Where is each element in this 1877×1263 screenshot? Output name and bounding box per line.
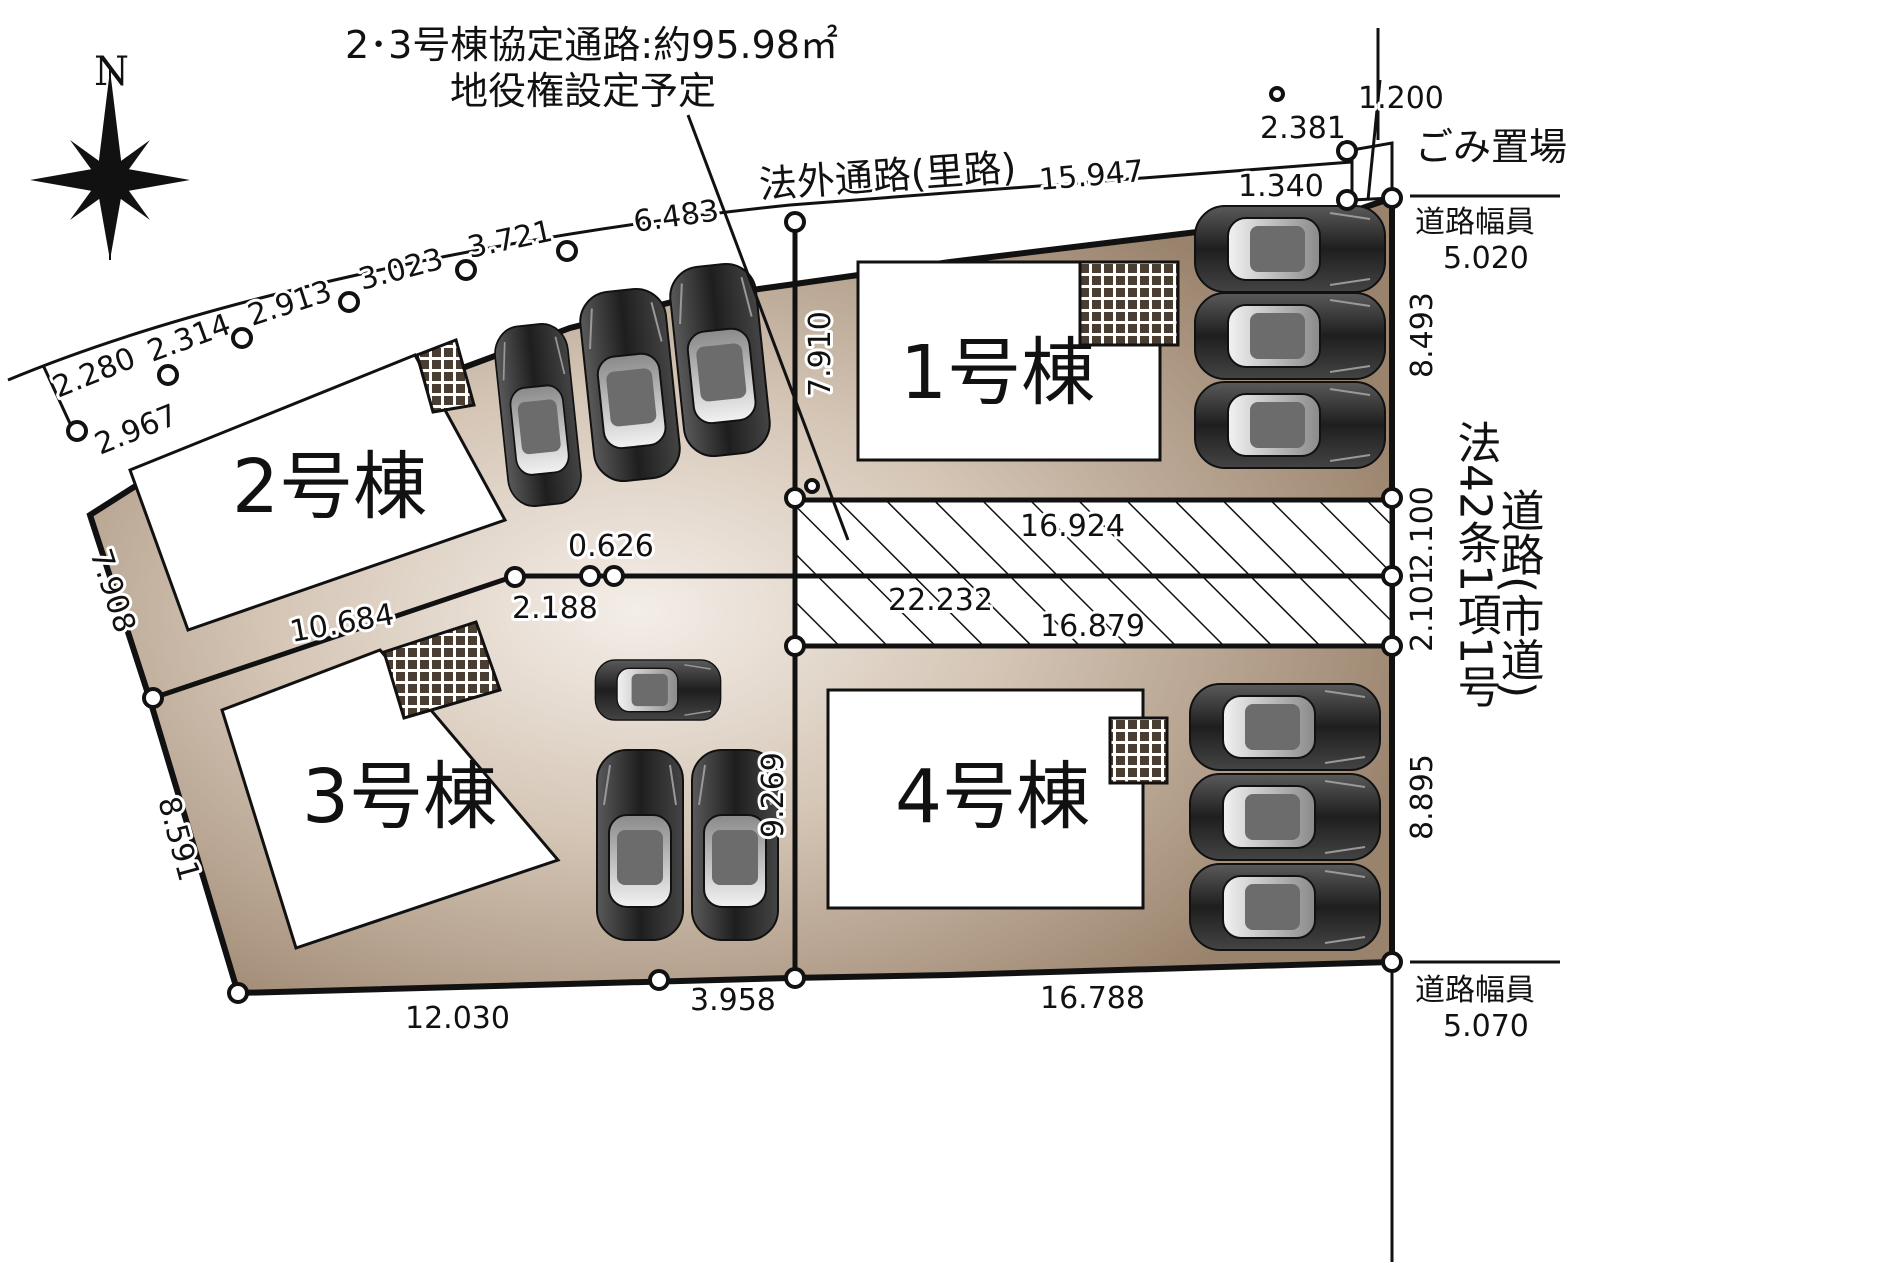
dim-3721: 3.721 [464,214,555,266]
road-name-label: 道路(市道) [1493,488,1544,698]
dim-2913: 2.913 [244,274,337,334]
dim-2188: 2.188 [512,591,598,626]
road-law-label: 法42条1項1号 [1450,420,1501,708]
dim-8895: 8.895 [1405,754,1440,840]
car-2b [576,285,684,485]
building-1-label: 1号棟 [900,330,1095,416]
dim-0626: 0.626 [568,529,654,564]
road-width-top-value: 5.020 [1443,241,1529,276]
car-3a [594,659,722,721]
dim-15947: 15.947 [1038,154,1146,198]
dim-tick [41,364,75,431]
road-width-top-label: 道路幅員 [1415,205,1535,240]
dim-2100: 2.100 [1405,486,1440,572]
dimension-labels: 2.280 2.314 2.913 3.023 3.721 6.483 15.9… [45,78,1447,1036]
car-4b [1189,773,1381,861]
deck-3 [382,620,502,720]
dim-8493: 8.493 [1405,292,1440,378]
car-1a [1194,205,1386,293]
dim-12030: 12.030 [405,1001,510,1036]
garbage-label: ごみ置場 [1415,125,1567,169]
dim-3958: 3.958 [690,983,776,1018]
road-width-bottom-value: 5.070 [1443,1009,1529,1044]
dim-22232: 22.232 [888,583,993,618]
boundary-pins [66,140,1403,1004]
compass: N [30,49,190,260]
deck-2 [415,338,476,414]
easement-leader [686,114,850,541]
car-1b [1194,292,1386,380]
dim-1340: 1.340 [1238,169,1324,204]
compass-north: N [94,49,129,95]
car-4c [1189,863,1381,951]
deck-4 [1108,716,1169,785]
lot-line-2-3 [152,573,516,701]
car-1c [1194,381,1386,469]
easement-note-line1: 2･3号棟協定通路:約95.98㎡ [345,23,838,67]
dim-2280: 2.280 [48,341,141,406]
building-4-label: 4号棟 [895,754,1090,840]
garbage-tick [1366,79,1382,201]
dim-3023: 3.023 [355,242,447,298]
building-4 [826,688,1145,910]
dim-2381: 2.381 [1260,111,1346,146]
dim-6483: 6.483 [631,193,721,240]
building-3 [220,648,561,950]
dim-16879: 16.879 [1040,609,1145,644]
dim-1200: 1.200 [1358,81,1444,116]
dim-16924: 16.924 [1020,509,1125,544]
car-2c [666,260,774,460]
easement-note-line2: 地役権設定予定 [450,69,716,113]
dim-16788: 16.788 [1040,981,1145,1016]
deck-1 [1078,260,1180,347]
building-2 [128,353,508,632]
road-width-bottom-label: 道路幅員 [1415,973,1535,1008]
outer-road-label: 法外通路(里路) [758,145,1018,207]
car-3b [596,749,684,941]
small-marker-mid [804,478,820,494]
dim-2967: 2.967 [90,398,183,463]
dim-7910: 7.910 [803,311,838,397]
building-3-label: 3号棟 [302,754,497,840]
outer-path-edge [7,158,1379,382]
small-marker-top [1269,86,1285,102]
car-4a [1189,683,1381,771]
building-2-label: 2号棟 [232,444,427,530]
dim-9269: 9.269 [756,752,791,838]
dim-2101: 2.101 [1405,566,1440,652]
